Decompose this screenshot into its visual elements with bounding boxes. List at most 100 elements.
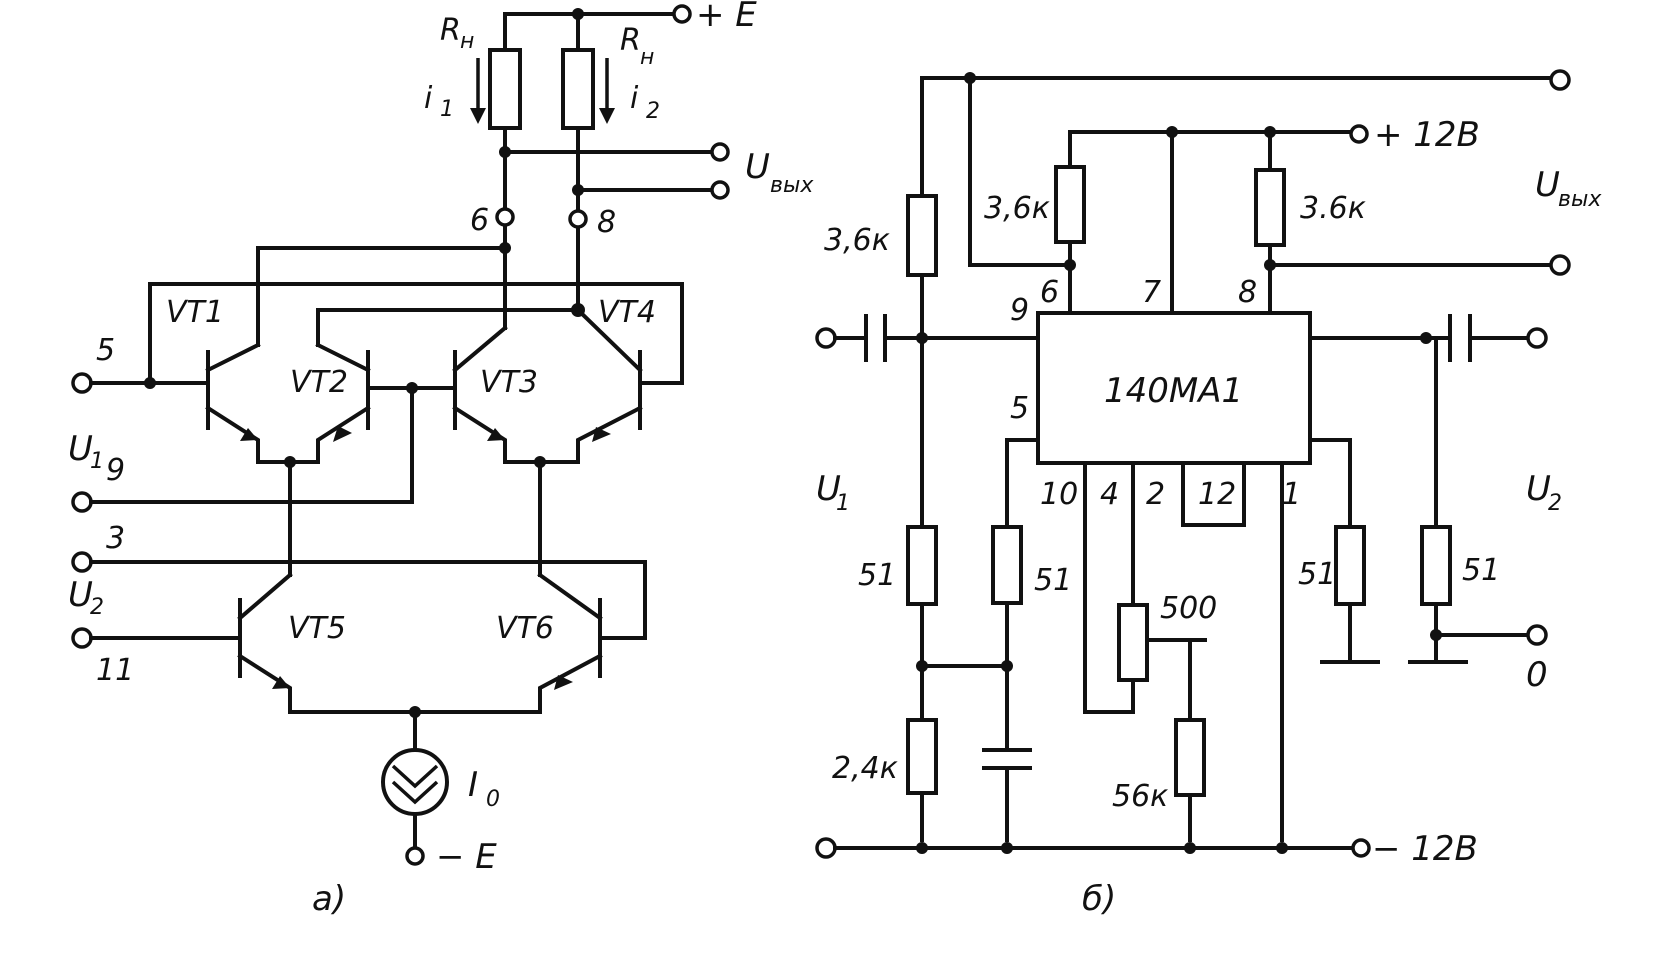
transistor-vt1: VT1 [144,295,261,464]
pin8-label-a: 8 [597,205,616,240]
pin5-terminal-a [71,372,93,394]
resistor-left-51: 51 [858,525,938,606]
ic-label: 140МА1 [1104,371,1243,411]
capacitor-b [982,748,1032,770]
load-resistor-right-sub: н [640,45,654,70]
r-56k-label: 56к [1112,779,1168,814]
pin3-terminal-a [71,551,93,573]
supply-neg-b: − 12В [815,829,1478,869]
pin9-label-a: 9 [106,453,125,488]
vt2-label: VT2 [290,365,348,400]
pin8-terminal-a [568,209,588,229]
vt1-label: VT1 [166,295,224,330]
load-resistor-right-label: R [620,23,641,58]
load-resistor-left-label: R [440,13,461,48]
transistor-vt4: VT4 [575,295,656,464]
vt4-label: VT4 [598,295,656,330]
transistor-vt6: VT6 [496,572,603,714]
ic-140ma1: 140МА1 9 6 7 8 5 10 4 2 12 1 [1010,275,1312,512]
ground-label-b: 0 [1526,655,1548,695]
pin6-terminal-a [495,207,515,227]
supply-neg-label-b: − 12В [1372,829,1478,869]
supply-pos-label-b: + 12В [1374,115,1480,155]
r-pin6-label: 3,6к [984,191,1050,226]
input1-label-a: U [68,429,93,469]
pin5-label-a: 5 [96,333,115,368]
input-pins-a: 5 U 1 9 3 U 2 11 [68,333,647,688]
input1-sub-b: 1 [836,491,850,516]
pin2-label-b: 2 [1146,477,1165,512]
supply-pos-label-a: + E [696,0,757,35]
current-i1-sub: 1 [440,97,454,122]
input1-sub-a: 1 [90,449,104,474]
pin2-12-loop [1181,461,1246,527]
pin10-label-b: 10 [1040,477,1078,512]
input2-sub-b: 2 [1548,491,1562,516]
transistor-vt3: VT3 [406,325,538,464]
output-rail-top-b [920,69,1571,267]
collector-lines-a: 6 8 [470,150,616,330]
pin12-label-b: 12 [1198,477,1236,512]
current-i2-label: i [630,81,639,116]
output-a: U вых [499,142,814,200]
pin4-label-b: 4 [1100,477,1119,512]
pin1-label-b: 1 [1282,477,1301,512]
output-label-a: U [745,147,770,187]
r-pin8-label: 3.6к [1300,191,1366,226]
vt6-label: VT6 [496,611,554,646]
pin7-label-b: 7 [1142,275,1161,310]
resistor-mid-51: 51 [991,438,1072,842]
current-arrow-i1: i 1 [424,58,486,124]
input2-sub-a: 2 [90,595,104,620]
circuit-a: + E R н R н i 1 i 2 [68,0,814,919]
supply-terminal-pos-a [672,4,692,24]
vt5-label: VT5 [288,611,346,646]
output-label-b-sub: вых [1558,187,1602,212]
pin8-label-b: 8 [1238,275,1257,310]
current-source-a: I 0 − E [381,710,500,877]
input2-label-b: U [1526,469,1551,509]
r-mid-51-label: 51 [1034,563,1072,598]
r-pot-label: 500 [1160,591,1217,626]
current-source-sub: 0 [486,787,500,812]
caption-b: б) [1082,879,1116,919]
resistor-pin6-3-6k: 3,6к [984,130,1086,315]
resistor-pin8-3-6k: 3.6к [1254,130,1571,315]
supply-neg-label-a: − E [436,837,497,877]
resistor-right-51b: 51 0 [1408,336,1548,695]
output-label-b: U [1535,165,1560,205]
current-source-label: I [468,765,478,805]
pin10-4-network: 500 [1083,461,1217,714]
resistor-right-51a: 51 [1298,438,1380,664]
load-resistor-left-sub: н [460,29,474,54]
pin3-label-a: 3 [106,521,125,556]
current-i1-label: i [424,81,433,116]
cross-wires-a [148,242,684,385]
output-label-a-sub: вых [770,173,814,198]
load-resistor-left: R н [440,12,522,154]
supply-rail-a: + E [503,0,757,35]
r-24k-label: 2,4к [832,751,898,786]
input-left-b: U 1 [815,314,1040,516]
resistor-2-4k: 2,4к [832,718,938,795]
vt3-label: VT3 [480,365,538,400]
r-right-51a-label: 51 [1298,557,1336,592]
r-left-51-label: 51 [858,558,896,593]
load-resistor-right: R н [561,12,654,154]
pin6-label-a: 6 [470,203,489,238]
pin9-terminal-a [71,491,93,513]
pin9-label-b: 9 [1010,293,1029,328]
pin11-terminal-a [71,627,93,649]
circuit-b: + 12В 3,6к 3,6к 3.6к U вых [815,69,1602,919]
input1-label-b: U [816,469,841,509]
r-right-51b-label: 51 [1462,553,1500,588]
input2-label-a: U [68,575,93,615]
current-i2-sub: 2 [646,99,660,124]
transistor-vt2: VT2 [290,342,414,464]
current-arrow-i2: i 2 [599,58,660,124]
pin11-label-a: 11 [96,653,134,688]
transistor-vt5: VT5 [237,572,346,714]
pin5-label-b: 5 [1010,391,1029,426]
r-left-top-label: 3,6к [824,223,890,258]
